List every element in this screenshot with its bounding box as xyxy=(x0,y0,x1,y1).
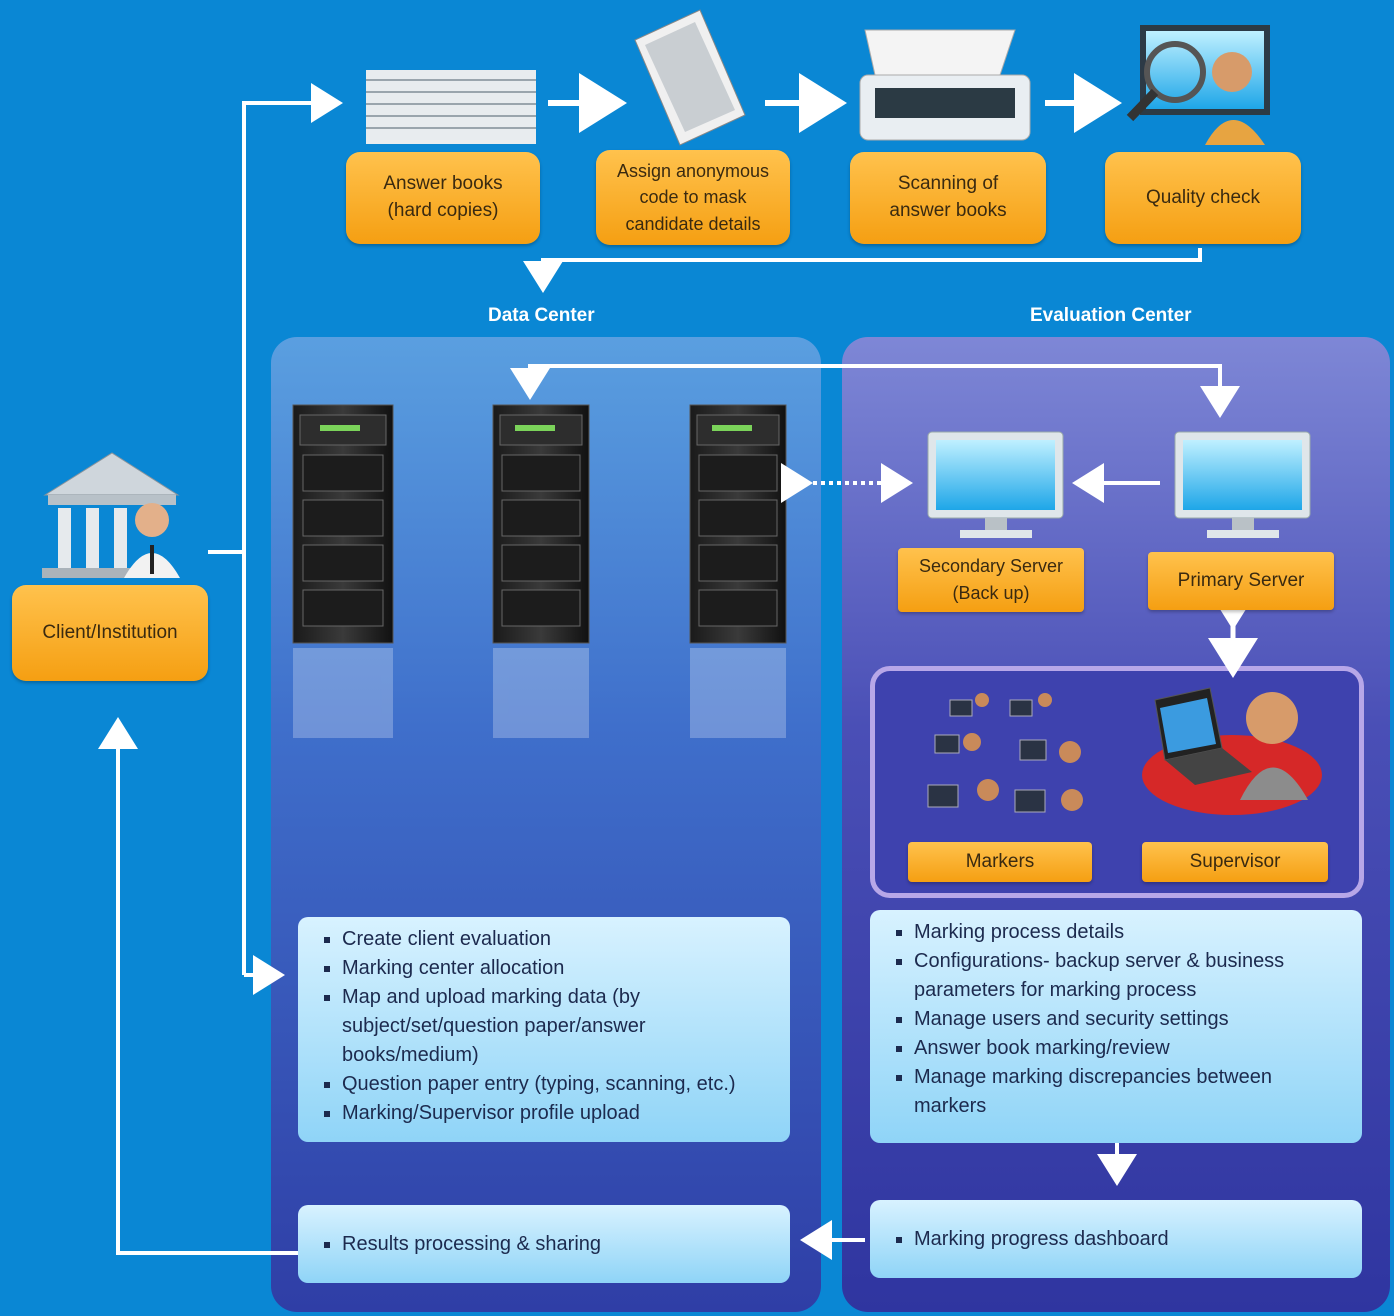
list-item: Manage marking discrepancies between mar… xyxy=(914,1063,1346,1121)
answer-books-box: Answer books (hard copies) xyxy=(346,152,540,244)
list-item: Marking/Supervisor profile upload xyxy=(342,1099,774,1128)
data-center-tasks: Create client evaluation Marking center … xyxy=(298,917,790,1142)
list-item: Answer book marking/review xyxy=(914,1034,1346,1063)
scanning-box: Scanning of answer books xyxy=(850,152,1046,244)
primary-server-label: Primary Server xyxy=(1148,552,1334,610)
list-item: Create client evaluation xyxy=(342,925,774,954)
secondary-server-label: Secondary Server (Back up) xyxy=(898,548,1084,612)
primary-server-monitor-icon xyxy=(1174,431,1311,538)
markers-label: Markers xyxy=(908,842,1092,882)
list-item: Results processing & sharing xyxy=(342,1230,601,1259)
evaluation-center-title: Evaluation Center xyxy=(1030,305,1192,326)
list-item: Marking process details xyxy=(914,918,1346,947)
quality-check-icon xyxy=(1126,25,1270,145)
data-center-title: Data Center xyxy=(488,305,595,326)
list-item: Marking center allocation xyxy=(342,954,774,983)
supervisor-label: Supervisor xyxy=(1142,842,1328,882)
list-item: Map and upload marking data (by subject/… xyxy=(342,983,774,1070)
supervisor-icon xyxy=(1142,687,1322,815)
quality-check-box: Quality check xyxy=(1105,152,1301,244)
markers-icon xyxy=(927,693,1083,813)
secondary-server-monitor-icon xyxy=(927,431,1064,538)
dashboard-box: Marking progress dashboard xyxy=(870,1200,1362,1278)
evaluation-center-tasks: Marking process details Configurations- … xyxy=(870,910,1362,1143)
server-rack-icon xyxy=(492,404,590,644)
server-rack-icon xyxy=(689,404,787,644)
list-item: Marking progress dashboard xyxy=(914,1225,1169,1254)
results-box: Results processing & sharing xyxy=(298,1205,790,1283)
scanner-icon xyxy=(859,29,1031,141)
server-rack-icon xyxy=(292,404,394,644)
coded-sheets-icon xyxy=(634,9,746,146)
institution-icon xyxy=(42,452,180,578)
assign-code-box: Assign anonymous code to mask candidate … xyxy=(596,150,790,245)
list-item: Configurations- backup server & business… xyxy=(914,947,1346,1005)
list-item: Manage users and security settings xyxy=(914,1005,1346,1034)
client-institution-box: Client/Institution xyxy=(12,585,208,681)
list-item: Question paper entry (typing, scanning, … xyxy=(342,1070,774,1099)
answer-books-icon xyxy=(366,70,536,144)
